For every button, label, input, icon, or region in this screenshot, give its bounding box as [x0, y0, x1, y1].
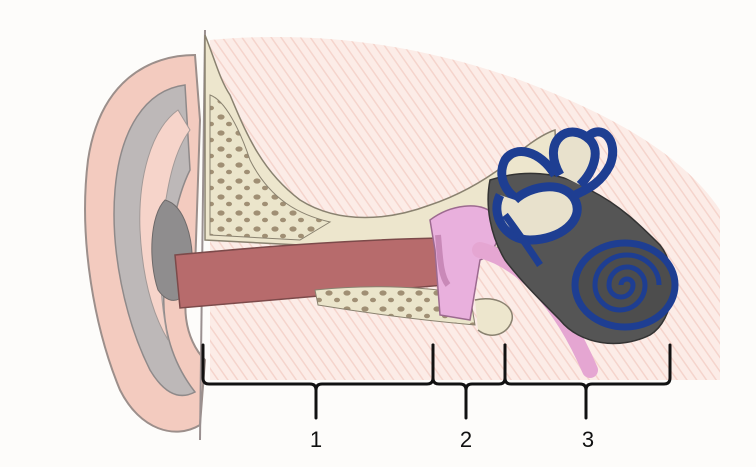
cochlea: [575, 243, 675, 327]
label-inner-ear: 3: [582, 427, 594, 452]
label-middle-ear: 2: [460, 427, 472, 452]
label-outer-ear: 1: [310, 427, 322, 452]
pinna: [85, 55, 205, 432]
